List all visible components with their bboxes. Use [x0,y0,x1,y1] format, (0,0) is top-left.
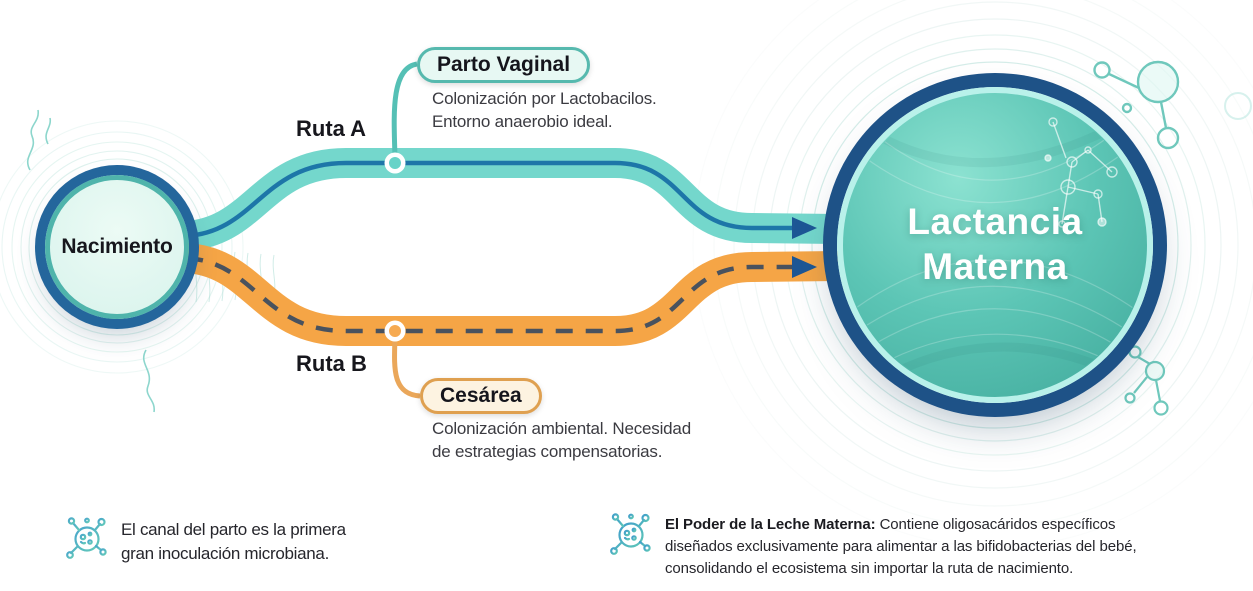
route-a-arrow-icon [792,217,817,239]
route-a-node [384,152,406,174]
route-a-line [185,160,792,239]
route-a-description-line1: Colonización por Lactobacilos. [432,89,657,108]
route-a-road [184,148,839,251]
end-label-line2: Materna [922,246,1068,287]
route-b-name: Ruta B [296,351,367,376]
molecule-decoration-right [1124,345,1169,416]
footnote-right-body: Contiene oligosacáridos específicos dise… [665,516,1137,577]
route-a-description: Colonización por Lactobacilos. Entorno a… [432,87,657,133]
end-label-line1: Lactancia [907,201,1083,242]
wavy-lines [194,249,276,303]
route-b-description-line2: de estrategias compensatorias. [432,442,663,461]
route-a-badge-connector [391,61,418,159]
end-node-label: Lactancia Materna [823,199,1167,289]
route-a-description-line2: Entorno anaerobio ideal. [432,112,613,131]
route-a-name: Ruta A [296,116,367,141]
route-a-badge: Parto Vaginal [417,47,591,83]
route-b-road [184,243,839,346]
footnote-breast-milk-text: El Poder de la Leche Materna: Contiene o… [665,514,1180,580]
route-b-arrow-icon [792,256,817,278]
footnote-breast-milk: El Poder de la Leche Materna: Contiene o… [608,510,1180,580]
footnote-birth-canal-text: El canal del parto es la primera gran in… [121,518,346,566]
footnote-birth-canal: El canal del parto es la primera gran in… [64,514,346,566]
route-b-line [185,255,792,334]
footnote-left-line1: El canal del parto es la primera [121,520,346,539]
route-b-description-line1: Colonización ambiental. Necesidad [432,419,691,438]
footnote-right-lead: El Poder de la Leche Materna: [665,516,876,533]
route-b-badge: Cesárea [420,378,542,414]
start-node-label: Nacimiento [61,235,173,258]
end-node-circle [837,87,1153,403]
microbe-icon [610,513,651,555]
start-node-circle: Nacimiento [45,175,189,319]
faint-circle-decoration [1224,92,1252,120]
microbe-icon [66,517,107,559]
route-b-badge-connector [392,336,421,399]
route-b-node [384,320,406,342]
footnote-left-line2: gran inoculación microbiana. [121,544,330,563]
route-b-description: Colonización ambiental. Necesidad de est… [432,417,691,463]
